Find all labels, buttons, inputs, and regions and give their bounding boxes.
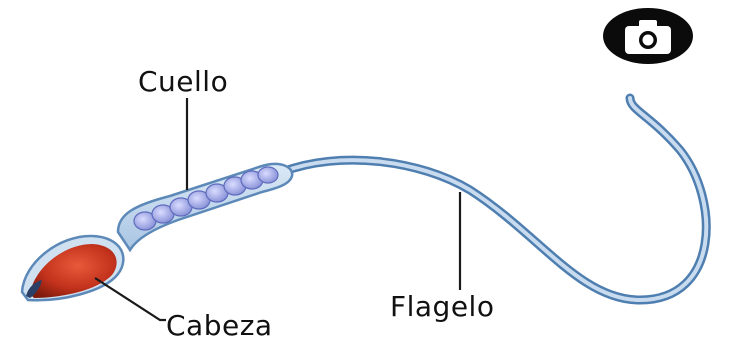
midpiece-shape — [118, 164, 292, 250]
label-cuello: Cuello — [138, 68, 228, 96]
label-cabeza: Cabeza — [166, 312, 273, 340]
mitochondria — [134, 167, 278, 230]
camera-button[interactable] — [603, 8, 693, 64]
label-flagelo: Flagelo — [390, 293, 494, 321]
flagellum-shape — [282, 98, 706, 300]
head-shape — [22, 236, 123, 300]
cabeza-leader-line — [95, 278, 166, 320]
camera-icon — [603, 8, 693, 64]
